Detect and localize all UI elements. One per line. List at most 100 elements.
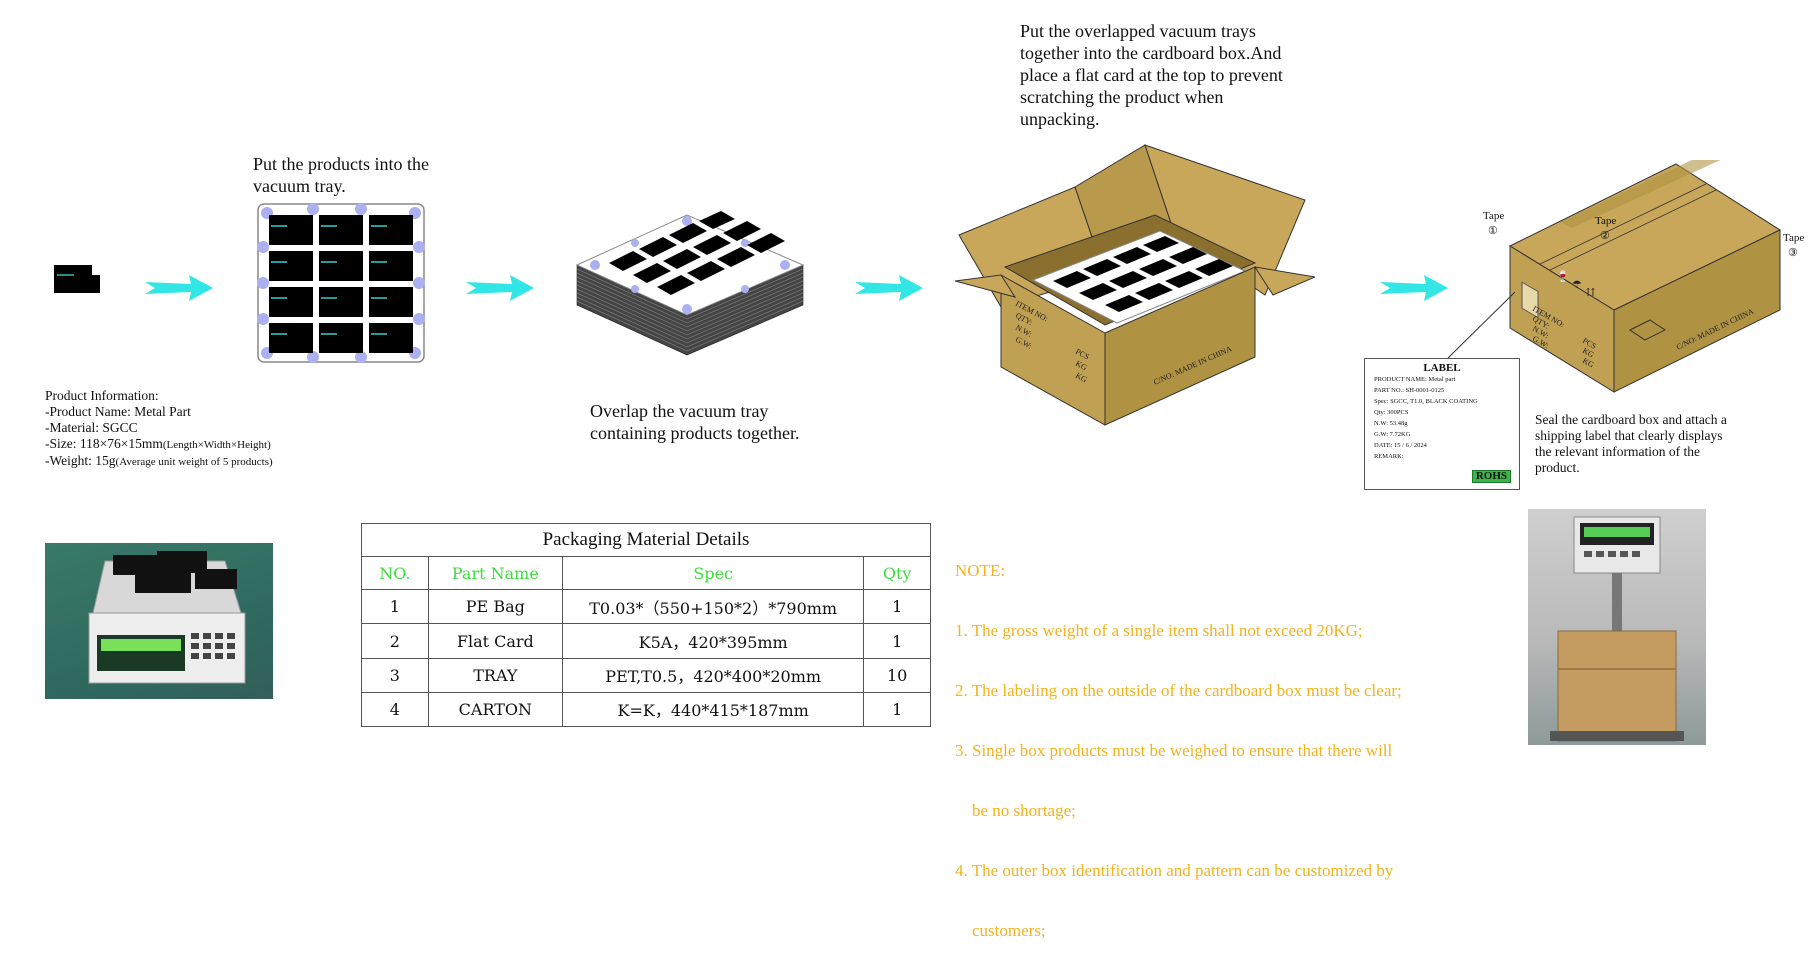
table-cell: CARTON (427, 691, 564, 728)
table-cell: 10 (863, 657, 931, 693)
product-info-name: -Product Name: Metal Part (45, 404, 191, 419)
step2-text: Overlap the vacuum tray containing produ… (590, 400, 799, 444)
tape-number-2: ② (1600, 230, 1610, 242)
table-cell: PE Bag (427, 589, 564, 625)
open-box-icon: ITEM NO: QTY: N.W: G.W: PCS KG KG C/NO: … (954, 144, 1317, 426)
product-info-size: -Size: 118×76×15mm(Length×Width×Height) (45, 436, 273, 453)
product-info-material: -Material: SGCC (45, 420, 138, 435)
scale-photo (45, 543, 273, 699)
platform-scale-photo (1528, 509, 1706, 745)
shipping-label: LABEL PRODUCT NAME: Metal part PART NO.:… (1364, 358, 1520, 490)
step2-line: containing products together. (590, 423, 800, 443)
shipping-label-row: PART NO.: SH-0001-0125 (1374, 387, 1445, 394)
this-way-up-icon: ⇈ (1586, 287, 1596, 299)
shipping-label-row: DATE: 15 / 6 / 2024 (1374, 442, 1427, 449)
arrow-icon-1 (145, 275, 213, 301)
step1-line: Put the products into the (253, 154, 429, 174)
product-info-weight-note: (Average unit weight of 5 products) (115, 456, 273, 468)
stacked-trays (575, 193, 805, 378)
table-header-qty: Qty (863, 556, 931, 591)
step3-line: scratching the product when (1020, 87, 1224, 107)
shipping-label-title: LABEL (1423, 362, 1461, 374)
step4-line: Seal the cardboard box and attach a (1535, 412, 1727, 427)
shipping-label-row: N.W: 53.48g (1374, 420, 1408, 427)
label-leader-line (1447, 291, 1516, 359)
table-row: 2 Flat Card K5A，420*395mm 1 (361, 623, 931, 659)
table-cell: 1 (863, 623, 931, 659)
note-heading: NOTE: (955, 561, 1006, 580)
table-header-spec: Spec (562, 556, 865, 591)
product-info-weight: -Weight: 15g(Average unit weight of 5 pr… (45, 453, 273, 470)
note-item: 4. The outer box identification and patt… (955, 861, 1394, 880)
product-info-size-value: -Size: 118×76×15mm (45, 436, 163, 451)
attached-label-mark (1521, 281, 1539, 319)
table-cell: 1 (361, 589, 429, 625)
note-item: 3. Single box products must be weighed t… (955, 741, 1393, 760)
table-cell: PET,T0.5，420*400*20mm (562, 657, 865, 693)
step2-line: Overlap the vacuum tray (590, 401, 769, 421)
step1-line: vacuum tray. (253, 176, 346, 196)
table-cell: T0.03*（550+150*2）*790mm (562, 589, 865, 625)
sealed-box-icon: ITEM NO: QTY: N.W: G.W: PCS KG KG C/NO: … (1508, 144, 1782, 393)
umbrella-icon: ☂ (1572, 279, 1582, 291)
tape-number-1: ① (1488, 225, 1498, 237)
table-cell: 2 (361, 623, 429, 659)
step3-text: Put the overlapped vacuum trays together… (1020, 20, 1283, 130)
arrow-icon-3 (855, 275, 923, 301)
tape-label-1: Tape (1483, 210, 1505, 222)
single-product (54, 265, 100, 293)
packaging-material-table: Packaging Material Details NO. Part Name… (361, 522, 931, 728)
arrow-icon-4 (1380, 275, 1448, 301)
note-item: 1. The gross weight of a single item sha… (955, 621, 1363, 640)
notes: NOTE: 1. The gross weight of a single it… (955, 521, 1402, 961)
step4-line: shipping label that clearly displays (1535, 428, 1723, 443)
shipping-label-row: REMARK: (1374, 453, 1404, 460)
table-row: 3 TRAY PET,T0.5，420*400*20mm 10 (361, 657, 931, 693)
step1-text: Put the products into the vacuum tray. (253, 153, 429, 197)
shipping-label-row: Spec: SGCC, T1.0, BLACK COATING (1374, 398, 1478, 405)
step4-line: product. (1535, 460, 1580, 475)
product-icon (54, 265, 100, 293)
rohs-badge: ROHS (1471, 470, 1511, 483)
table-cell: 3 (361, 657, 429, 693)
tape-label-3: Tape (1783, 232, 1805, 244)
table-row: 4 CARTON K=K，440*415*187mm 1 (361, 691, 931, 728)
sealed-cardboard-box: ITEM NO: QTY: N.W: G.W: PCS KG KG C/NO: … (1480, 144, 1790, 400)
table-cell: 1 (863, 691, 931, 728)
table-cell: TRAY (427, 657, 564, 693)
step3-line: together into the cardboard box.And (1020, 43, 1282, 63)
tape-number-3: ③ (1788, 247, 1798, 259)
table-row: 1 PE Bag T0.03*（550+150*2）*790mm 1 (361, 589, 931, 625)
stacked-trays-icon (575, 211, 805, 356)
product-info-size-note: (Length×Width×Height) (162, 439, 271, 451)
table-cell: K=K，440*415*187mm (562, 691, 865, 728)
tape-label-2: Tape (1595, 215, 1617, 227)
step3-line: unpacking. (1020, 109, 1100, 129)
table-cell: Flat Card (427, 623, 564, 659)
vacuum-tray-icon (257, 203, 425, 363)
table-header-no: NO. (361, 556, 429, 591)
table-cell: 4 (361, 691, 429, 728)
step4-text: Seal the cardboard box and attach a ship… (1535, 412, 1727, 476)
fragile-icon: 🍷 (1556, 270, 1570, 283)
shipping-label-row: Qty: 300PCS (1374, 409, 1409, 416)
table-cell: K5A，420*395mm (562, 623, 865, 659)
table-cell: 1 (863, 589, 931, 625)
open-cardboard-box: ITEM NO: QTY: N.W: G.W: PCS KG KG C/NO: … (954, 135, 1317, 430)
weighing-scale-icon (88, 551, 246, 684)
shipping-label-row: G.W: 7.72KG (1374, 431, 1411, 438)
product-info-heading: Product Information: (45, 388, 159, 403)
platform-scale-icon (1550, 516, 1684, 742)
product-information: Product Information: -Product Name: Meta… (45, 388, 273, 470)
step4-line: the relevant information of the (1535, 444, 1700, 459)
step3-line: Put the overlapped vacuum trays (1020, 21, 1256, 41)
note-item: be no shortage; (955, 801, 1076, 820)
note-item: customers; (955, 921, 1046, 940)
arrow-icon-2 (466, 275, 534, 301)
vacuum-tray (257, 203, 425, 363)
product-info-weight-value: -Weight: 15g (45, 453, 116, 468)
shipping-label-row: PRODUCT NAME: Metal part (1374, 376, 1456, 383)
packaging-table-title: Packaging Material Details (361, 522, 931, 558)
step3-line: place a flat card at the top to prevent (1020, 65, 1283, 85)
table-header-part-name: Part Name (427, 556, 564, 591)
